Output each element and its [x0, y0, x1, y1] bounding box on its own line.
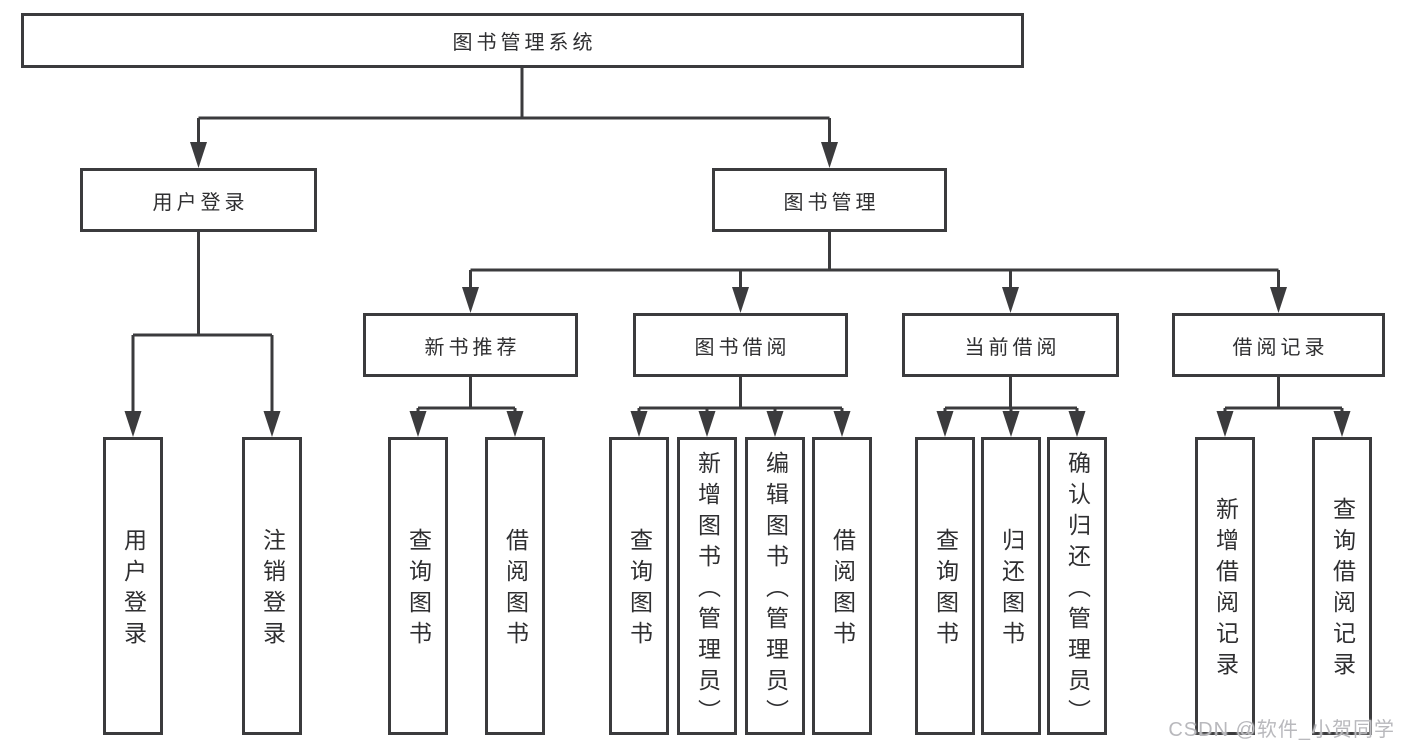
branch-user-login: 用户登录	[80, 168, 317, 232]
node-current-borrowing: 当前借阅	[902, 313, 1119, 377]
leaf-add-books-admin: 新增图书（管理员）	[677, 437, 737, 735]
leaf-user-login: 用户登录	[103, 437, 163, 735]
node-label: 当前借阅	[964, 336, 1061, 359]
node-new-book-recommendation: 新书推荐	[363, 313, 578, 377]
leaf-label: 确认归还（管理员）	[1064, 450, 1091, 730]
leaf-edit-books-admin: 编辑图书（管理员）	[745, 437, 805, 735]
leaf-label: 查询图书	[405, 528, 432, 652]
node-label: 图书管理系统	[452, 32, 597, 54]
leaf-label: 编辑图书（管理员）	[762, 450, 789, 730]
leaf-label: 查询图书	[932, 528, 959, 652]
leaf-label: 用户登录	[120, 528, 147, 652]
leaf-return-books: 归还图书	[981, 437, 1041, 735]
leaf-label: 借阅图书	[829, 528, 856, 652]
csdn-watermark: CSDN @软件_小贺同学	[1168, 719, 1395, 741]
leaf-borrow-books-recommend: 借阅图书	[485, 437, 545, 735]
leaf-label: 新增借阅记录	[1212, 497, 1239, 683]
leaf-logout: 注销登录	[242, 437, 302, 735]
leaf-query-books-current: 查询图书	[915, 437, 975, 735]
leaf-label: 归还图书	[998, 528, 1025, 652]
leaf-add-borrow-record: 新增借阅记录	[1195, 437, 1255, 735]
node-label: 新书推荐	[424, 336, 521, 359]
leaf-label: 新增图书（管理员）	[694, 450, 721, 730]
leaf-label: 借阅图书	[502, 528, 529, 652]
leaf-query-books-borrowing: 查询图书	[609, 437, 669, 735]
node-label: 图书借阅	[694, 336, 791, 359]
node-borrowing-records: 借阅记录	[1172, 313, 1385, 377]
leaf-borrow-books-borrowing: 借阅图书	[812, 437, 872, 735]
leaf-query-borrow-record: 查询借阅记录	[1312, 437, 1372, 735]
node-label: 用户登录	[152, 191, 249, 214]
root-node-book-management-system: 图书管理系统	[21, 13, 1024, 68]
leaf-label: 查询借阅记录	[1329, 497, 1356, 683]
branch-book-management: 图书管理	[712, 168, 947, 232]
node-label: 借阅记录	[1232, 336, 1329, 359]
leaf-confirm-return-admin: 确认归还（管理员）	[1047, 437, 1107, 735]
leaf-query-books-recommend: 查询图书	[388, 437, 448, 735]
node-label: 图书管理	[783, 191, 880, 214]
node-book-borrowing: 图书借阅	[633, 313, 848, 377]
leaf-label: 注销登录	[259, 528, 286, 652]
leaf-label: 查询图书	[626, 528, 653, 652]
